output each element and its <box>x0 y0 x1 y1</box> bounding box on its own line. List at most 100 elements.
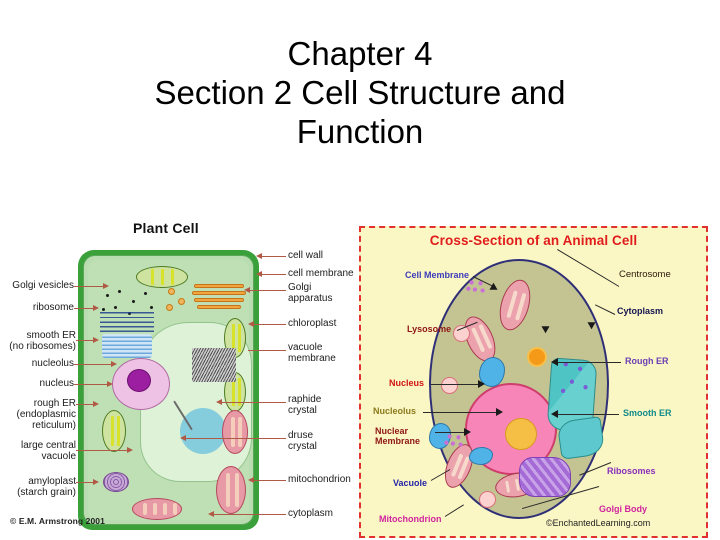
label-golgi-vesicles: Golgi vesicles <box>12 280 74 291</box>
leader-arrow <box>551 410 558 418</box>
leader-arrow <box>248 320 254 327</box>
leader-arrow <box>93 304 99 311</box>
leader-line <box>431 384 479 385</box>
leader-arrow <box>180 434 186 441</box>
plant-cell-copyright: © E.M. Armstrong 2001 <box>10 516 105 526</box>
leader-line <box>557 414 619 415</box>
leader-line <box>254 480 286 481</box>
plant-cell-wall <box>78 250 259 530</box>
label-cell-wall: cell wall <box>288 250 324 261</box>
label-large-central-vacuole: large central vacuole <box>20 440 76 463</box>
ribosome-dot <box>132 300 135 303</box>
title-line-3: Function <box>296 113 424 150</box>
label-cell-membrane: Cell Membrane <box>405 270 470 280</box>
animal-cell-body <box>429 259 609 519</box>
plant-mitochondrion <box>132 498 182 520</box>
leader-arrow <box>107 380 113 387</box>
leader-line <box>74 384 108 385</box>
label-raphide-crystal: raphide crystal <box>288 394 322 417</box>
amyloplast-shape <box>103 472 129 492</box>
druse-crystal <box>180 408 226 454</box>
leader-line <box>250 290 286 291</box>
label-cytoplasm: cytoplasm <box>288 508 334 519</box>
label-smooth-er: smooth ER (no ribosomes) <box>9 330 76 353</box>
label-nucleus: nucleus <box>39 378 74 389</box>
animal-mitochondrion <box>494 276 536 334</box>
leader-arrow <box>478 380 485 388</box>
leader-line <box>222 402 286 403</box>
label-nucleus: Nucleus <box>389 378 425 388</box>
leader-line <box>76 404 94 405</box>
label-vacuole-membrane: vacuole membrane <box>288 342 336 365</box>
ribosome-dot <box>150 306 153 309</box>
golgi-body-shape <box>519 457 571 497</box>
leader-line <box>74 364 112 365</box>
leader-line <box>423 412 497 413</box>
leader-arrow <box>93 400 99 407</box>
label-smooth-er: Smooth ER <box>623 408 672 418</box>
label-rough-er: Rough ER <box>625 356 669 366</box>
lysosome-shape <box>441 377 458 394</box>
plant-cell-membrane <box>83 255 254 525</box>
golgi-vesicle-shape <box>166 304 173 311</box>
leader-arrow <box>248 476 254 483</box>
leader-line <box>262 274 286 275</box>
plant-mitochondrion <box>216 466 246 514</box>
leader-arrow <box>103 282 109 289</box>
plant-mitochondrion <box>222 410 248 454</box>
label-ribosomes: Ribosomes <box>607 466 656 476</box>
leader-line <box>557 362 621 363</box>
lysosome-shape <box>479 491 496 508</box>
chloroplast-shape <box>102 410 126 452</box>
rough-er-shape <box>100 312 154 332</box>
leader-arrow <box>208 510 214 517</box>
smooth-er-shape <box>102 334 152 358</box>
leader-line <box>444 504 464 517</box>
label-golgi-body: Golgi Body <box>599 504 647 514</box>
leader-line <box>186 438 286 439</box>
leader-arrow <box>93 336 99 343</box>
label-lysosome: Lysosome <box>407 324 452 334</box>
centrosome-shape <box>529 349 545 365</box>
golgi-vesicle-shape <box>178 298 185 305</box>
leader-line <box>76 450 128 451</box>
animal-nucleolus <box>505 418 537 450</box>
ribosome-dot <box>118 290 121 293</box>
leader-line <box>254 324 286 325</box>
leader-arrow <box>244 286 250 293</box>
label-rough-er: rough ER (endoplasmic reticulum) <box>16 398 76 432</box>
label-druse-crystal: druse crystal <box>288 430 317 453</box>
title-line-1: Chapter 4 <box>287 35 433 72</box>
label-mitochondrion: Mitochondrion <box>379 514 442 524</box>
animal-cell-diagram: Cross-Section of an Animal Cell <box>359 226 708 538</box>
leader-line <box>262 256 286 257</box>
label-ribosome: ribosome <box>32 302 74 313</box>
golgi-apparatus-shape <box>192 284 248 312</box>
leader-arrow <box>256 270 262 277</box>
animal-cell-credit: ©EnchantedLearning.com <box>546 518 651 528</box>
leader-line <box>74 308 94 309</box>
plant-cell-heading: Plant Cell <box>133 220 199 236</box>
chloroplast-shape <box>136 266 188 288</box>
leader-arrow <box>93 478 99 485</box>
plant-cytoplasm <box>88 260 252 520</box>
leader-arrow <box>216 398 222 405</box>
label-nucleolus: Nucleolus <box>373 406 417 416</box>
leader-line <box>595 304 616 315</box>
raphide-crystal <box>192 348 236 382</box>
label-chloroplast: chloroplast <box>288 318 337 329</box>
vacuole-shape <box>469 447 493 465</box>
leader-line <box>74 286 104 287</box>
plant-nucleus <box>112 358 170 410</box>
label-vacuole: Vacuole <box>393 478 428 488</box>
leader-arrow <box>256 252 262 259</box>
label-cytoplasm: Cytoplasm <box>617 306 664 316</box>
leader-arrow <box>127 446 133 453</box>
title-line-2: Section 2 Cell Structure and <box>154 74 566 111</box>
leader-line <box>214 514 286 515</box>
leader-line <box>76 340 94 341</box>
page-title: Chapter 4 Section 2 Cell Structure and F… <box>0 34 720 151</box>
leader-line <box>435 432 465 433</box>
label-centrosome: Centrosome <box>619 269 671 280</box>
ribosome-dot <box>102 308 105 311</box>
